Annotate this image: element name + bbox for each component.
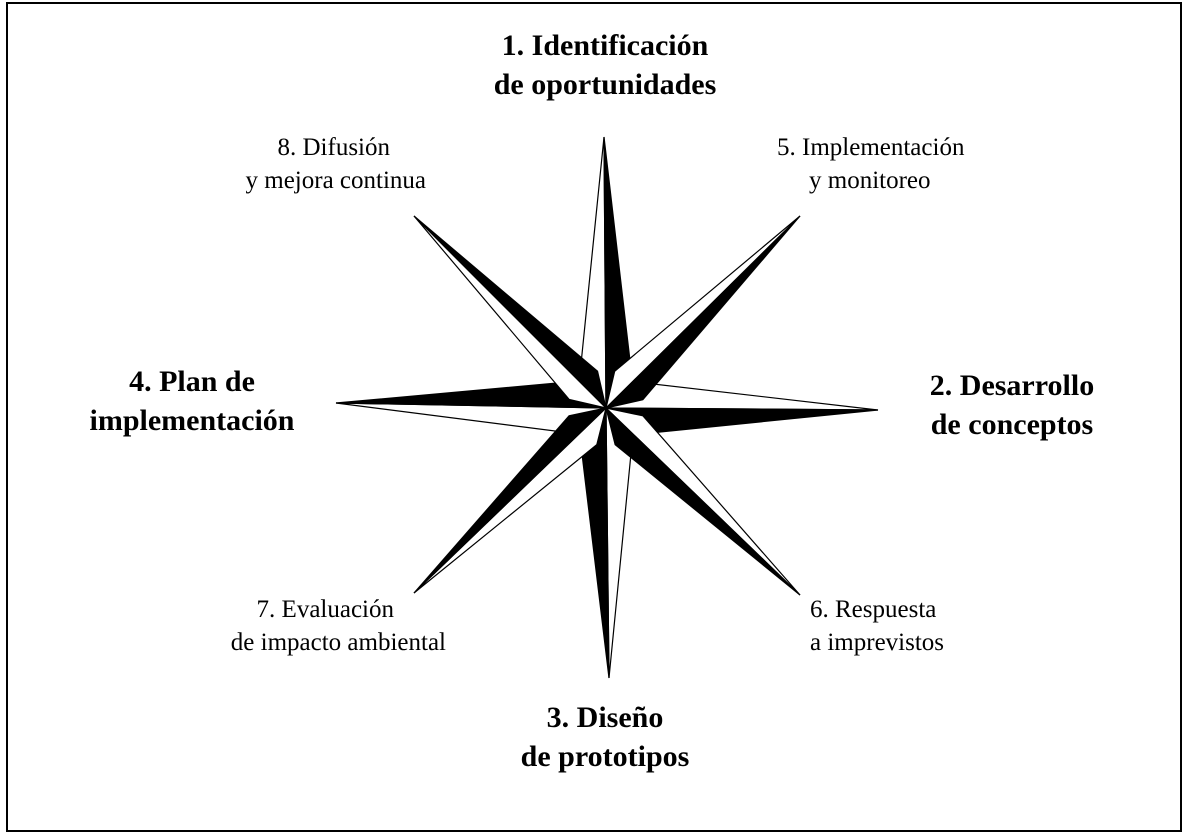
label-difusion-mejora: 8. Difusión y mejora continua xyxy=(245,134,427,194)
star-ray-northeast-dark-half xyxy=(604,215,801,410)
label-desarrollo: 2. Desarrollo de conceptos xyxy=(929,369,1095,441)
label-diseno: 3. Diseño de prototipos xyxy=(520,701,690,773)
star-ray-northwest-dark-half xyxy=(413,215,608,410)
label-respuesta-imprevistos: 6. Respuesta a imprevistos xyxy=(810,596,945,656)
label-evaluacion-impacto: 7. Evaluación de impacto ambiental xyxy=(230,596,446,656)
star-ray-southwest-dark-half xyxy=(413,406,608,594)
label-implementacion-monitoreo: 5. Implementación y monitoreo xyxy=(777,134,965,194)
label-plan-implementacion: 4. Plan de implementación xyxy=(89,365,295,437)
star-ray-southeast-dark-half xyxy=(604,406,801,596)
label-identificacion: 1. Identificación de oportunidades xyxy=(493,29,717,101)
